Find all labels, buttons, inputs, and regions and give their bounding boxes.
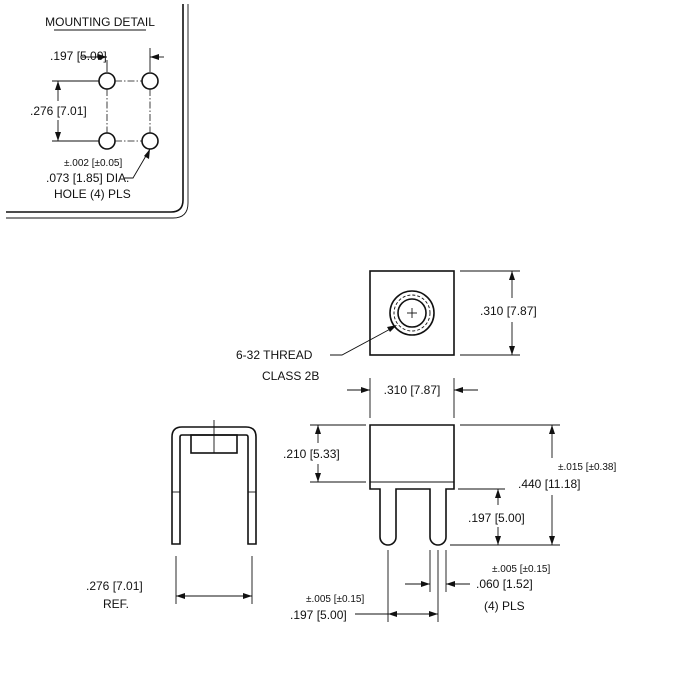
detail-frame-border: [6, 4, 184, 213]
hole-spacing-y-label: .276 [7.01]: [30, 104, 87, 118]
dimension-arrow: [55, 132, 61, 141]
front-view: .210 [5.33] ±.015 [±0.38] .440 [11.18] .…: [283, 424, 616, 622]
dimension-arrow: [429, 611, 438, 617]
side-view: .276 [7.01] REF.: [86, 420, 257, 611]
pin-spacing-tolerance-label: ±.005 [±0.15]: [306, 594, 364, 605]
pin-count-label: (4) PLS: [484, 599, 525, 613]
thread-spec-label: 6-32 THREAD: [236, 348, 313, 362]
mounting-hole: [141, 72, 159, 90]
hole-leader-line: [124, 148, 151, 179]
dimension-arrow: [509, 271, 515, 280]
mounting-detail: MOUNTING DETAIL .197 [5.00] .276 [7.01] …: [6, 4, 189, 219]
pin-length-label: .197 [5.00]: [468, 511, 525, 525]
top-view-body: [369, 270, 455, 356]
dimension-arrow: [315, 473, 321, 482]
hole-spacing-x-label: .197 [5.00]: [50, 49, 107, 63]
dimension-arrow: [446, 581, 455, 587]
dimension-arrow: [549, 536, 555, 545]
dimension-arrow: [361, 387, 370, 393]
dimension-arrow: [243, 593, 252, 599]
mounting-hole: [98, 132, 116, 150]
overall-height-label: .440 [11.18]: [518, 477, 581, 491]
hole-tolerance-label: ±.002 [±0.05]: [64, 158, 122, 169]
thread-major-circle: [389, 290, 435, 336]
dimension-arrow: [55, 81, 61, 90]
dimension-arrow: [421, 581, 430, 587]
dimension-arrow: [176, 593, 185, 599]
pin-spacing-label: .197 [5.00]: [290, 608, 347, 622]
top-width-label: .310 [7.87]: [384, 383, 441, 397]
dimension-arrow: [495, 536, 501, 545]
ref-dimension-label: .276 [7.01]: [86, 579, 143, 593]
hole-count-label: HOLE (4) PLS: [54, 187, 131, 201]
detail-frame-border-inner: [6, 4, 189, 219]
dimension-arrow: [150, 54, 159, 60]
dimension-arrow: [549, 425, 555, 434]
body-height-label: .210 [5.33]: [283, 447, 340, 461]
ref-label: REF.: [103, 597, 129, 611]
dimension-arrow: [315, 425, 321, 434]
pin-width-tolerance-label: ±.005 [±0.15]: [492, 564, 550, 575]
dimension-arrow: [98, 54, 107, 60]
mounting-hole: [141, 132, 159, 150]
top-view: 6-32 THREAD CLASS 2B .310 [7.87] .310 [7…: [236, 270, 537, 418]
dimension-arrow: [388, 611, 397, 617]
leader-arrow: [144, 149, 150, 159]
mounting-hole: [98, 72, 116, 90]
dimension-arrow: [495, 489, 501, 498]
top-height-label: .310 [7.87]: [480, 304, 537, 318]
overall-height-tolerance-label: ±.015 [±0.38]: [558, 462, 616, 473]
thread-minor-circle: [397, 298, 427, 328]
thread-dashed-circle: [393, 294, 431, 332]
leader-arrow: [387, 325, 397, 332]
hole-diameter-label: .073 [1.85] DIA.: [46, 171, 129, 185]
thread-class-label: CLASS 2B: [262, 369, 319, 383]
mounting-detail-title: MOUNTING DETAIL: [45, 15, 155, 29]
thread-leader-line: [330, 326, 395, 356]
dimension-arrow: [509, 346, 515, 355]
dimension-arrow: [454, 387, 463, 393]
side-view-outer-profile: [171, 426, 257, 545]
front-view-outline: [369, 424, 455, 546]
pin-width-label: .060 [1.52]: [476, 577, 533, 591]
